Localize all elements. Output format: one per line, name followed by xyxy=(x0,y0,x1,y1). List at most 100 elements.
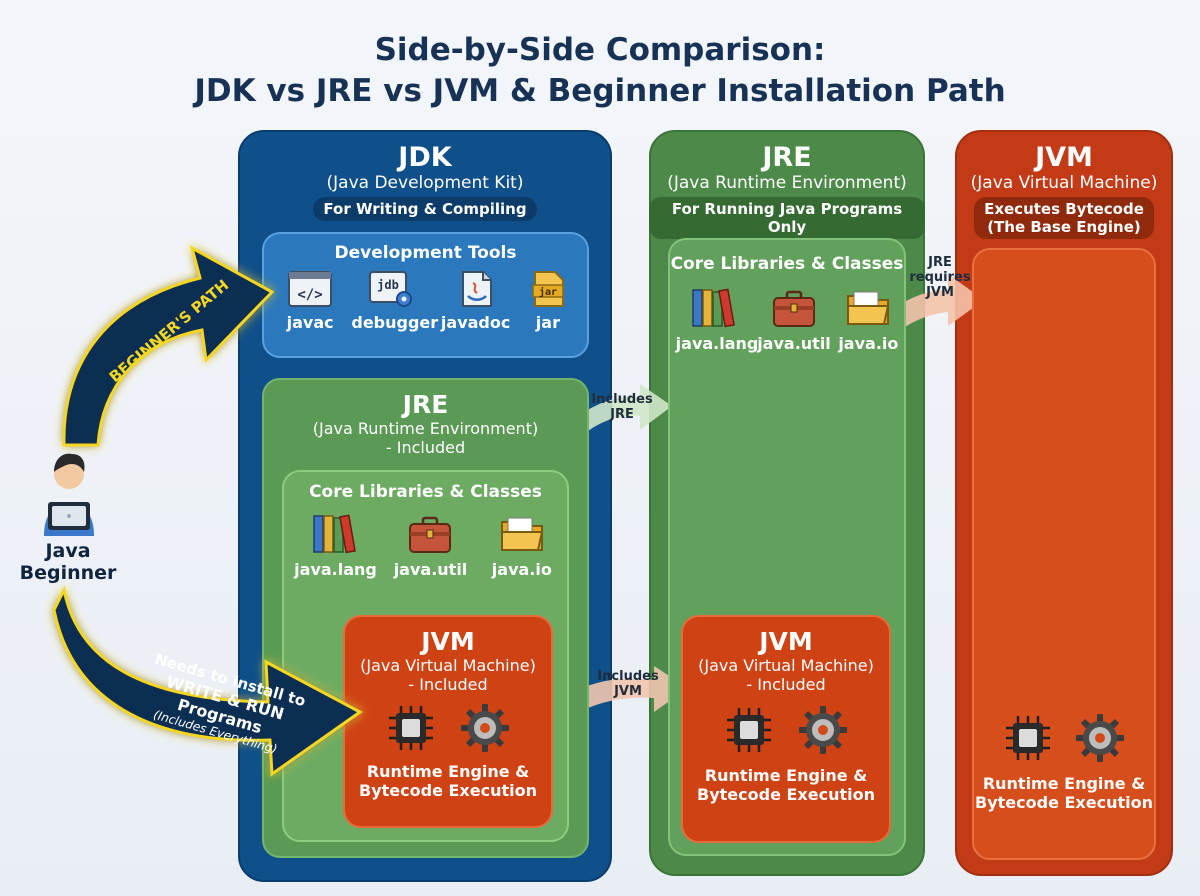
lib-java-lang: java.lang xyxy=(675,286,759,353)
jre-header: JRE (Java Runtime Environment) For Runni… xyxy=(649,142,925,239)
jdk-included-jre-name: JRE xyxy=(402,390,449,419)
jar-badge: jar xyxy=(539,286,557,298)
jdk-included-jre-included: - Included xyxy=(385,438,466,457)
tool-javadoc: javadoc xyxy=(438,269,514,332)
jvm-tagline-2: (The Base Engine) xyxy=(987,218,1141,236)
jre-requires-jvm-line-1: JRE xyxy=(928,255,952,270)
jvm-base-desc-1: Runtime Engine & xyxy=(982,774,1146,793)
install-path-arrow xyxy=(52,585,363,777)
jvm-base-desc-2: Bytecode Execution xyxy=(975,793,1153,812)
includes-jvm-line-1: Includes xyxy=(597,669,659,684)
books-icon xyxy=(313,514,357,554)
toolbox-icon xyxy=(409,516,452,553)
jvm-base-icons xyxy=(972,712,1156,764)
jre-jvm-desc-1: Runtime Engine & xyxy=(704,766,868,785)
books-icon xyxy=(691,288,735,328)
includes-jvm-label: Includes JVM xyxy=(592,669,664,699)
tool-label: javac xyxy=(286,313,334,332)
jvm-name: JVM xyxy=(1035,142,1093,173)
beginner-line-1: Java xyxy=(45,540,91,562)
jre-name: JRE xyxy=(762,142,812,173)
svg-text:</>: </> xyxy=(297,287,322,303)
jre-requires-jvm-line-3: JVM xyxy=(926,285,954,300)
includes-jre-arrow xyxy=(572,384,672,440)
tool-jar: jar jar xyxy=(520,269,576,332)
lib-java-lang: java.lang xyxy=(294,512,377,579)
jre-requires-jvm-line-2: requires xyxy=(909,270,971,285)
title-line-1: Side-by-Side Comparison: xyxy=(374,32,826,68)
beginner-label: Java Beginner xyxy=(18,540,118,584)
lib-java-io: java.io xyxy=(838,286,898,353)
jvm-header: JVM (Java Virtual Machine) Executes Byte… xyxy=(955,142,1173,239)
jre-included-jvm-name: JVM xyxy=(759,627,813,656)
includes-jre-line-2: JRE xyxy=(610,407,634,422)
includes-jvm-line-2: JVM xyxy=(614,684,642,699)
jre-requires-jvm-arrow xyxy=(880,274,984,340)
development-tools-box: Development Tools </> javac jdb debugger xyxy=(262,232,589,358)
beginners-path-arrow xyxy=(62,244,275,447)
beginner-avatar-icon xyxy=(44,453,94,536)
jre-included-jvm-header: JVM (Java Virtual Machine) - Included xyxy=(683,627,889,694)
jre-included-jvm-full-name: (Java Virtual Machine) xyxy=(698,656,874,675)
includes-jvm-arrow xyxy=(560,666,688,722)
jvm-tagline-1: Executes Bytecode xyxy=(984,200,1144,218)
tool-javac: </> javac xyxy=(275,269,345,332)
jre-jvm-desc-2: Bytecode Execution xyxy=(697,785,875,804)
jre-jvm-icons xyxy=(683,704,889,756)
jdk-jvm-icons xyxy=(345,702,551,754)
gear-icon xyxy=(799,706,847,754)
jdk-included-jvm-header: JVM (Java Virtual Machine) - Included xyxy=(345,627,551,694)
jre-core-libraries-content: Core Libraries & Classes java.lang java.… xyxy=(668,254,906,353)
cpu-chip-icon xyxy=(727,708,771,752)
jre-requires-jvm-label: JRE requires JVM xyxy=(906,255,974,300)
lib-label: java.util xyxy=(757,334,831,353)
jvm-full-name: (Java Virtual Machine) xyxy=(970,173,1158,193)
lib-label: java.util xyxy=(393,560,468,579)
gear-icon xyxy=(1076,714,1124,762)
jdk-included-jvm-full-name: (Java Virtual Machine) xyxy=(360,656,536,675)
code-window-icon: </> xyxy=(288,271,333,307)
beginner-line-2: Beginner xyxy=(19,562,117,584)
tool-label: debugger xyxy=(351,313,439,332)
javadoc-icon xyxy=(461,271,492,307)
jdk-included-jvm-box: JVM (Java Virtual Machine) - Included xyxy=(343,615,553,828)
includes-jre-line-1: Includes xyxy=(591,392,653,407)
tool-label: javadoc xyxy=(440,313,511,332)
jre-included-jvm-included: - Included xyxy=(746,675,826,694)
includes-jre-label: Includes JRE xyxy=(586,392,658,422)
jre-included-jvm-box: JVM (Java Virtual Machine) - Included xyxy=(681,615,891,843)
jdk-included-jre-full-name: (Java Runtime Environment) xyxy=(312,419,539,438)
jdk-tagline: For Writing & Compiling xyxy=(313,197,537,221)
lib-label: java.io xyxy=(491,560,552,579)
tool-label: jar xyxy=(535,313,560,332)
cpu-chip-icon xyxy=(1006,716,1050,760)
title-line-2: JDK vs JRE vs JVM & Beginner Installatio… xyxy=(194,73,1006,109)
cpu-chip-icon xyxy=(389,706,433,750)
gear-icon xyxy=(461,704,509,752)
jdk-included-jre-header: JRE (Java Runtime Environment) - Include… xyxy=(262,390,589,457)
jvm-base-engine-box xyxy=(972,248,1156,860)
jdk-included-jvm-name: JVM xyxy=(421,627,475,656)
jdk-core-libraries-content: Core Libraries & Classes java.lang java.… xyxy=(282,482,569,579)
jdk-core-libraries-title: Core Libraries & Classes xyxy=(309,482,542,502)
tool-debugger: jdb debugger xyxy=(351,269,439,332)
jre-core-libraries-title: Core Libraries & Classes xyxy=(670,254,904,274)
jdk-jvm-desc-2: Bytecode Execution xyxy=(359,781,537,800)
lib-label: java.lang xyxy=(675,334,759,353)
jdk-full-name: (Java Development Kit) xyxy=(326,173,524,193)
jre-tagline: For Running Java Programs Only xyxy=(649,197,925,239)
debugger-badge: jdb xyxy=(378,278,400,292)
folder-icon xyxy=(847,291,890,325)
lib-label: java.io xyxy=(838,334,899,353)
jdk-name: JDK xyxy=(398,142,452,173)
jvm-base-engine-content: Runtime Engine & Bytecode Execution xyxy=(972,712,1156,812)
lib-label: java.lang xyxy=(294,560,377,579)
jar-file-icon: jar xyxy=(532,271,564,307)
lib-java-io: java.io xyxy=(487,512,557,579)
lib-java-util: java.util xyxy=(757,286,831,353)
lib-java-util: java.util xyxy=(390,512,470,579)
jre-full-name: (Java Runtime Environment) xyxy=(667,173,907,193)
jdk-header: JDK (Java Development Kit) For Writing &… xyxy=(238,142,612,221)
